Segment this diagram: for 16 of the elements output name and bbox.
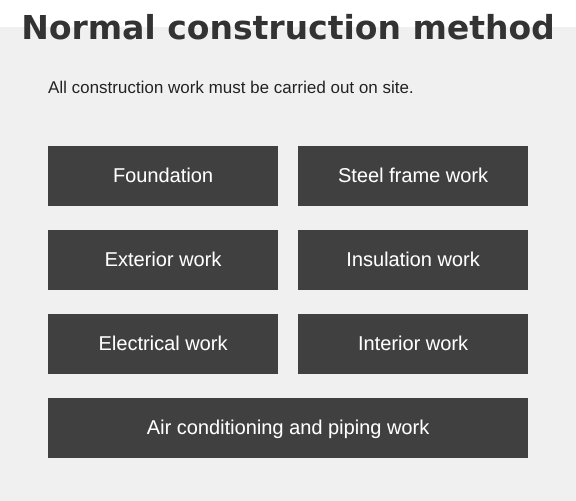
step-label: Exterior work (104, 248, 222, 272)
step-label: Electrical work (98, 332, 228, 356)
step-box (48, 146, 278, 206)
step-box (298, 146, 528, 206)
title: Normal construction method (21, 8, 555, 48)
step-label: Steel frame work (338, 164, 488, 188)
step-box (48, 314, 278, 374)
step-box (298, 230, 528, 290)
step-box (48, 398, 528, 458)
step-box (48, 230, 278, 290)
intro-text: All construction work must be carried out on site. (48, 77, 414, 99)
step-label: Interior work (358, 332, 468, 356)
step-box (298, 314, 528, 374)
step-label: Air conditioning and piping work (146, 416, 430, 440)
step-label: Foundation (112, 164, 214, 188)
step-label: Insulation work (346, 248, 480, 272)
